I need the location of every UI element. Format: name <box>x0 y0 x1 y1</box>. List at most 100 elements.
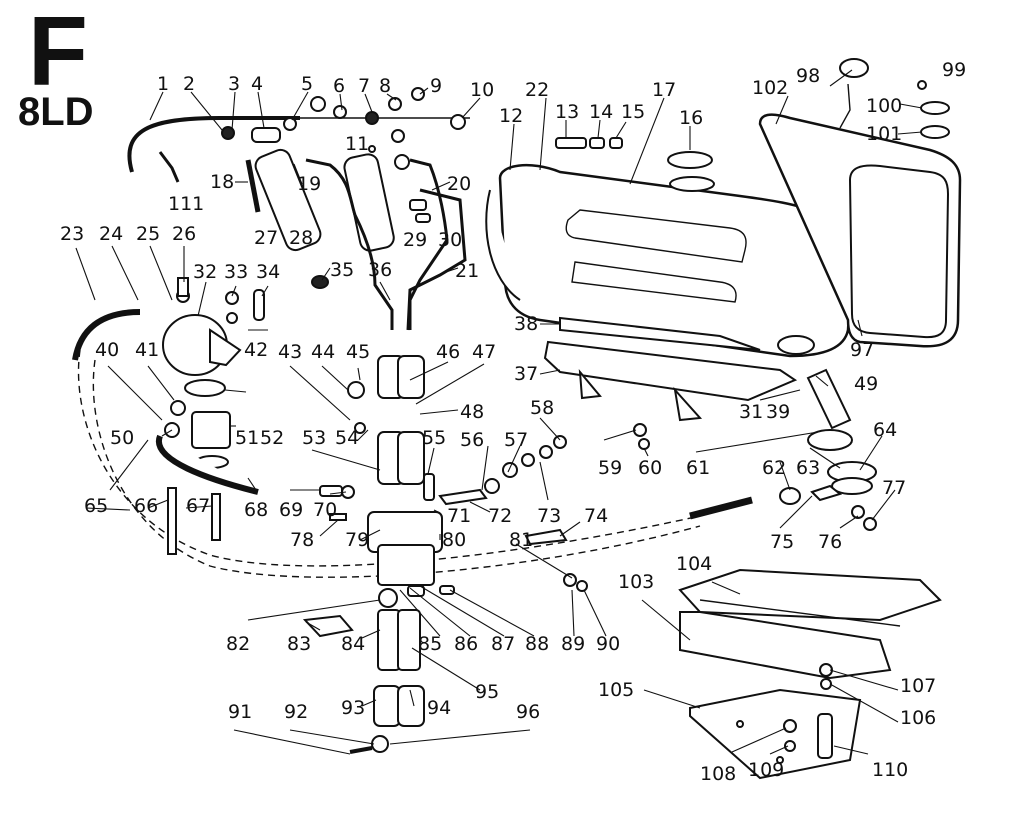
callout-26: 26 <box>172 223 196 245</box>
callout-92: 92 <box>284 701 308 723</box>
callout-88: 88 <box>525 633 549 655</box>
callout-50: 50 <box>110 427 134 449</box>
callout-62: 62 <box>762 457 786 479</box>
callout-81: 81 <box>509 529 533 551</box>
callout-51: 51 <box>235 427 259 449</box>
callout-72: 72 <box>488 505 512 527</box>
callout-23: 23 <box>60 223 84 245</box>
callout-6: 6 <box>333 75 345 97</box>
callout-85: 85 <box>418 633 442 655</box>
callout-47: 47 <box>472 341 496 363</box>
callout-52: 52 <box>260 427 284 449</box>
callout-67: 67 <box>186 495 210 517</box>
callout-40: 40 <box>95 339 119 361</box>
callout-14: 14 <box>589 101 613 123</box>
callout-19: 19 <box>297 173 321 195</box>
callout-95: 95 <box>475 681 499 703</box>
callout-111: 111 <box>168 193 204 215</box>
callout-69: 69 <box>279 499 303 521</box>
callout-33: 33 <box>224 261 248 283</box>
callout-79: 79 <box>345 529 369 551</box>
callout-2: 2 <box>183 73 195 95</box>
callout-70: 70 <box>313 499 337 521</box>
callout-107: 107 <box>900 675 936 697</box>
callout-86: 86 <box>454 633 478 655</box>
callout-12: 12 <box>499 105 523 127</box>
callout-27: 27 <box>254 227 278 249</box>
callout-100: 100 <box>866 95 902 117</box>
parts-drawing <box>72 58 962 780</box>
callout-73: 73 <box>537 505 561 527</box>
callout-83: 83 <box>287 633 311 655</box>
callout-31: 31 <box>739 401 763 423</box>
callout-32: 32 <box>193 261 217 283</box>
leader-lines <box>75 69 923 755</box>
callout-3: 3 <box>228 73 240 95</box>
callout-38: 38 <box>514 313 538 335</box>
callout-97: 97 <box>850 339 874 361</box>
callout-48: 48 <box>460 401 484 423</box>
callout-13: 13 <box>555 101 579 123</box>
callout-98: 98 <box>796 65 820 87</box>
callout-99: 99 <box>942 59 966 81</box>
callout-43: 43 <box>278 341 302 363</box>
callout-9: 9 <box>430 75 442 97</box>
callout-103: 103 <box>618 571 654 593</box>
callout-45: 45 <box>346 341 370 363</box>
callout-42: 42 <box>244 339 268 361</box>
callout-25: 25 <box>136 223 160 245</box>
callout-56: 56 <box>460 429 484 451</box>
callout-90: 90 <box>596 633 620 655</box>
callout-7: 7 <box>358 75 370 97</box>
engine-code: 8LD <box>18 90 94 134</box>
callout-18: 18 <box>210 171 234 193</box>
callout-66: 66 <box>134 495 158 517</box>
callout-84: 84 <box>341 633 365 655</box>
callout-104: 104 <box>676 553 712 575</box>
callout-80: 80 <box>442 529 466 551</box>
callout-10: 10 <box>470 79 494 101</box>
callout-63: 63 <box>796 457 820 479</box>
callout-24: 24 <box>99 223 123 245</box>
callout-109: 109 <box>748 759 784 781</box>
callout-82: 82 <box>226 633 250 655</box>
callout-94: 94 <box>427 697 451 719</box>
callout-41: 41 <box>135 339 159 361</box>
callout-106: 106 <box>900 707 936 729</box>
callout-110: 110 <box>872 759 908 781</box>
callout-75: 75 <box>770 531 794 553</box>
callout-96: 96 <box>516 701 540 723</box>
callout-77: 77 <box>882 477 906 499</box>
callout-17: 17 <box>652 79 676 101</box>
callout-22: 22 <box>525 79 549 101</box>
callout-8: 8 <box>379 75 391 97</box>
callout-54: 54 <box>335 427 359 449</box>
section-letter: F <box>28 0 88 106</box>
callout-76: 76 <box>818 531 842 553</box>
callout-78: 78 <box>290 529 314 551</box>
callout-30: 30 <box>438 229 462 251</box>
callout-20: 20 <box>447 173 471 195</box>
callout-93: 93 <box>341 697 365 719</box>
callout-53: 53 <box>302 427 326 449</box>
callout-71: 71 <box>447 505 471 527</box>
callout-29: 29 <box>403 229 427 251</box>
callout-55: 55 <box>422 427 446 449</box>
callout-59: 59 <box>598 457 622 479</box>
callout-108: 108 <box>700 763 736 785</box>
callout-89: 89 <box>561 633 585 655</box>
callout-61: 61 <box>686 457 710 479</box>
callout-21: 21 <box>455 260 479 282</box>
callout-60: 60 <box>638 457 662 479</box>
callout-101: 101 <box>866 123 902 145</box>
callout-87: 87 <box>491 633 515 655</box>
callout-68: 68 <box>244 499 268 521</box>
callout-labels: 1 2 3 4 5 6 7 8 9 10 11 12 13 14 15 16 1… <box>60 59 966 785</box>
callout-4: 4 <box>251 73 263 95</box>
callout-35: 35 <box>330 259 354 281</box>
callout-16: 16 <box>679 107 703 129</box>
callout-58: 58 <box>530 397 554 419</box>
callout-91: 91 <box>228 701 252 723</box>
callout-5: 5 <box>301 73 313 95</box>
